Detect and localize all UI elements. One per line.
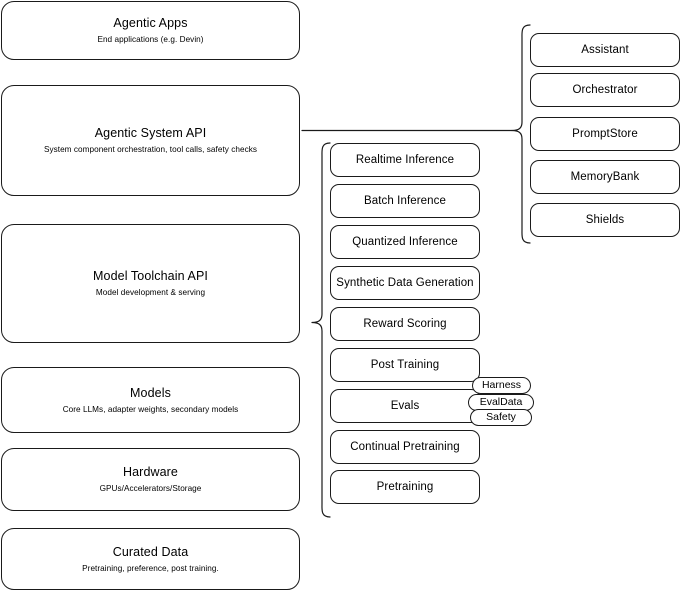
capability-quantized-inference[interactable]: Quantized Inference (330, 225, 480, 259)
capability-label: Reward Scoring (363, 318, 447, 330)
component-label: Orchestrator (572, 84, 638, 96)
capability-continual-pretraining[interactable]: Continual Pretraining (330, 430, 480, 464)
eval-badge-label: Harness (481, 379, 522, 391)
capability-realtime-inference[interactable]: Realtime Inference (330, 143, 480, 177)
capability-reward-scoring[interactable]: Reward Scoring (330, 307, 480, 341)
capability-batch-inference[interactable]: Batch Inference (330, 184, 480, 218)
eval-badge-label: EvalData (479, 396, 523, 408)
brace-toolchain-capabilities (311, 142, 331, 518)
component-memorybank[interactable]: MemoryBank (530, 160, 680, 194)
layer-title: Hardware (123, 465, 178, 479)
layer-subtitle: Core LLMs, adapter weights, secondary mo… (62, 404, 239, 414)
layer-agentic-system-api[interactable]: Agentic System API System component orch… (1, 85, 300, 196)
layer-title: Curated Data (112, 544, 189, 559)
capability-label: Quantized Inference (352, 236, 458, 248)
layer-subtitle: Pretraining, preference, post training. (82, 563, 219, 573)
capability-evals[interactable]: Evals (330, 389, 480, 423)
capability-label: Realtime Inference (355, 154, 455, 166)
capability-pretraining[interactable]: Pretraining (330, 470, 480, 504)
capability-synthetic-data-generation[interactable]: Synthetic Data Generation (330, 266, 480, 300)
component-label: PromptStore (572, 128, 638, 140)
layer-agentic-apps[interactable]: Agentic Apps End applications (e.g. Devi… (1, 1, 300, 60)
component-label: MemoryBank (570, 171, 640, 183)
eval-badge-label: Safety (486, 411, 516, 423)
capability-label: Evals (390, 400, 420, 412)
capability-label: Continual Pretraining (350, 441, 460, 453)
capability-post-training[interactable]: Post Training (330, 348, 480, 382)
capability-label: Pretraining (376, 481, 434, 493)
component-label: Shields (585, 214, 625, 226)
layer-title: Models (130, 385, 171, 400)
layer-subtitle: End applications (e.g. Devin) (97, 35, 204, 44)
capability-label: Batch Inference (363, 195, 447, 207)
layer-title: Agentic Apps (113, 16, 188, 30)
layer-subtitle: System component orchestration, tool cal… (43, 145, 258, 154)
layer-title: Model Toolchain API (93, 269, 208, 283)
component-label: Assistant (581, 44, 629, 56)
component-assistant[interactable]: Assistant (530, 33, 680, 67)
brace-system-components (511, 24, 531, 244)
eval-badge-harness[interactable]: Harness (472, 377, 531, 394)
layer-hardware[interactable]: Hardware GPUs/Accelerators/Storage (1, 448, 300, 511)
component-promptstore[interactable]: PromptStore (530, 117, 680, 151)
eval-badge-safety[interactable]: Safety (470, 409, 532, 426)
component-shields[interactable]: Shields (530, 203, 680, 237)
layer-curated-data[interactable]: Curated Data Pretraining, preference, po… (1, 528, 300, 590)
layer-subtitle: Model development & serving (95, 288, 206, 297)
layer-models[interactable]: Models Core LLMs, adapter weights, secon… (1, 367, 300, 433)
layer-subtitle: GPUs/Accelerators/Storage (99, 484, 202, 493)
capability-label: Synthetic Data Generation (336, 277, 474, 289)
layer-model-toolchain-api[interactable]: Model Toolchain API Model development & … (1, 224, 300, 343)
layer-title: Agentic System API (94, 126, 207, 140)
capability-label: Post Training (370, 359, 440, 371)
component-orchestrator[interactable]: Orchestrator (530, 73, 680, 107)
